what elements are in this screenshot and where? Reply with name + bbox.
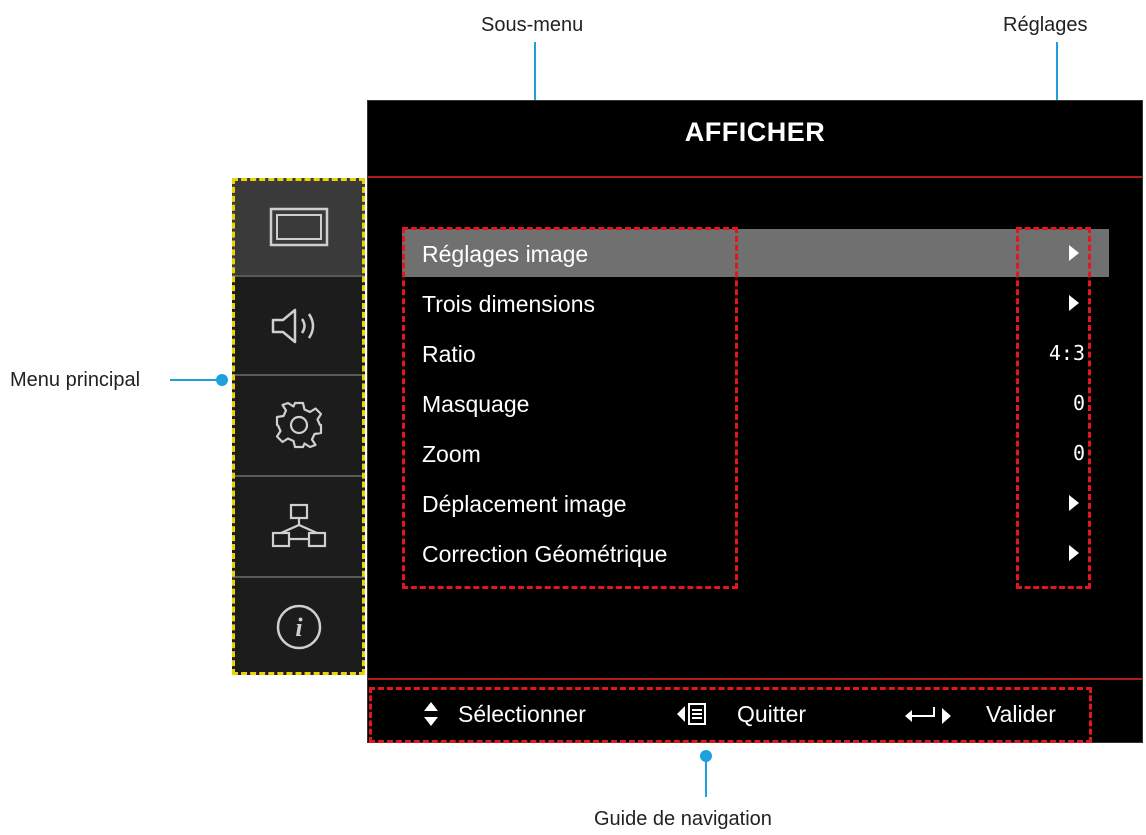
submenu-arrow-icon: [1069, 245, 1079, 261]
callout-submenu-label: Sous-menu: [481, 14, 584, 36]
gear-icon: [275, 401, 322, 448]
nav-select-label: Sélectionner: [458, 701, 586, 727]
menu-item-label: Correction Géométrique: [422, 541, 668, 567]
svg-text:i: i: [295, 613, 303, 642]
menu-item-label: Masquage: [422, 391, 530, 417]
callout-nav-guide-label: Guide de navigation: [594, 808, 772, 830]
menu-item-value: 4:3: [1048, 341, 1085, 365]
callout-main-menu-dot: [216, 374, 228, 386]
sidebar-divider: [232, 475, 365, 477]
menu-item-label: Déplacement image: [422, 491, 627, 517]
main-menu-item-setup[interactable]: [232, 376, 365, 473]
main-menu-item-network[interactable]: [232, 477, 365, 574]
up-down-icon: [424, 702, 438, 726]
main-menu-item-audio[interactable]: [232, 277, 365, 374]
callout-nav-guide-dot: [700, 750, 712, 762]
info-icon: i: [276, 604, 321, 649]
menu-item-geometric-correction[interactable]: Correction Géométrique: [402, 529, 1109, 577]
menu-item-label: Zoom: [422, 441, 481, 467]
nav-exit-label: Quitter: [737, 701, 807, 727]
sidebar-divider: [232, 576, 365, 578]
main-menu-item-info[interactable]: i: [232, 578, 365, 675]
submenu-arrow-icon: [1069, 545, 1079, 561]
main-menu-sidebar: i: [232, 178, 365, 675]
title-divider: [368, 176, 1142, 178]
sidebar-divider: [232, 374, 365, 376]
callout-main-menu-label: Menu principal: [10, 369, 141, 391]
network-icon: [271, 503, 326, 547]
nav-enter-label: Valider: [986, 701, 1056, 727]
menu-item-zoom[interactable]: Zoom 0: [402, 429, 1109, 477]
menu-item-masking[interactable]: Masquage 0: [402, 379, 1109, 427]
sidebar-divider: [232, 275, 365, 277]
osd-panel: AFFICHER Réglages image Trois dimensions…: [367, 100, 1143, 743]
speaker-icon: [271, 308, 314, 343]
menu-title: AFFICHER: [684, 117, 826, 147]
menu-item-image-settings[interactable]: Réglages image: [402, 229, 1109, 277]
callout-settings-label: Réglages: [1003, 14, 1088, 36]
menu-item-label: Réglages image: [422, 241, 589, 267]
callout-main-menu-line: [170, 379, 222, 381]
menu-item-ratio[interactable]: Ratio 4:3: [402, 329, 1109, 377]
callout-nav-guide-line: [705, 755, 707, 797]
submenu-arrow-icon: [1069, 495, 1079, 511]
menu-item-label: Ratio: [422, 341, 476, 367]
enter-icon: [905, 707, 951, 724]
submenu-arrow-icon: [1069, 295, 1079, 311]
menu-item-label: Trois dimensions: [422, 291, 595, 317]
menu-item-value: 0: [1072, 391, 1085, 415]
menu-item-value: 0: [1072, 441, 1085, 465]
display-icon: [269, 207, 328, 246]
footer-divider: [368, 678, 1142, 680]
main-menu-item-display[interactable]: [232, 178, 365, 275]
menu-item-3d[interactable]: Trois dimensions: [402, 279, 1109, 327]
menu-back-icon: [677, 703, 706, 725]
menu-item-image-shift[interactable]: Déplacement image: [402, 479, 1109, 527]
